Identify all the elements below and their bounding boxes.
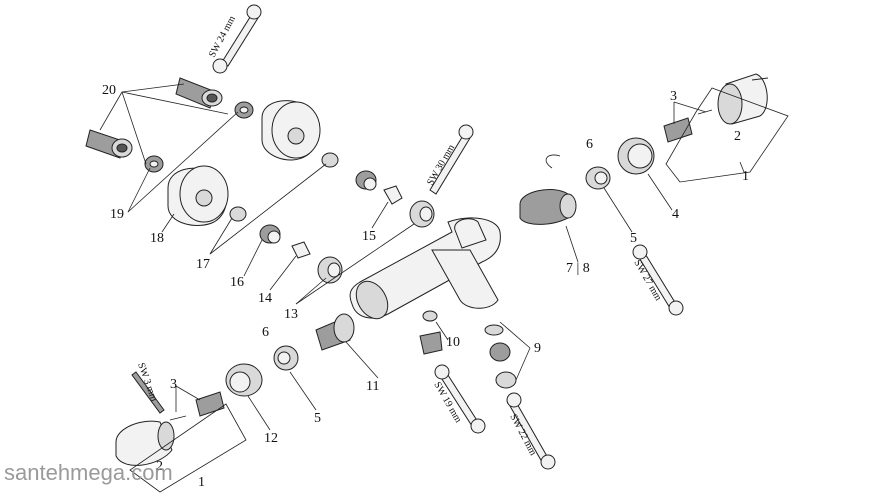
part-10-reducer [419,310,443,355]
part-7-thermostat-cartridge [519,154,577,225]
label-7-8: 7 | 8 [566,261,590,276]
label-13: 13 [284,307,298,322]
label-16: 16 [230,275,244,290]
label-1-left: 1 [198,475,205,490]
part-2-handle-left [115,420,175,466]
part-9-aerator-set [484,324,517,389]
part-13-nut-lower [317,256,343,284]
label-12: 12 [264,431,278,446]
part-18-rosette-upper [261,100,321,161]
part-11-flow-cartridge [315,313,355,351]
mixer-body [349,217,501,320]
label-3-right: 3 [670,89,677,104]
wrench-sw30 [429,124,474,195]
label-2-right: 2 [734,129,741,144]
wrench-sw22 [506,392,556,470]
part-4-temperature-ring [617,137,655,175]
label-11: 11 [366,379,379,394]
label-9: 9 [534,341,541,356]
label-4: 4 [672,207,679,222]
label-10: 10 [446,335,460,350]
label-20: 20 [102,83,116,98]
wrench-sw27 [632,244,684,316]
part-18-rosette-lower [167,165,229,226]
label-17: 17 [196,257,210,272]
label-6-right: 6 [586,137,593,152]
label-18: 18 [150,231,164,246]
callout-labels: 20 19 18 17 16 14 13 15 11 10 9 7 | 8 5 … [102,83,749,490]
part-12-flow-ring [225,363,263,397]
label-14: 14 [258,291,272,306]
wrench-labels: SW 24 mm SW 30 mm SW 27 mm SW 19 mm SW 2… [135,14,664,458]
part-19-nut-lower [144,155,164,173]
part-17-filter-upper [321,152,339,168]
label-1-right: 1 [742,169,749,184]
part-3-adapter-right [663,109,713,143]
part-13-nut-upper [409,200,435,228]
watermark: santehmega.com [4,460,173,485]
label-15: 15 [362,229,376,244]
part-6-ring-right [585,166,611,190]
part-16-check-valve-upper [355,170,377,191]
label-5-left: 5 [314,411,321,426]
wrench-sw24 [212,4,262,74]
part-20-connector-lower [85,129,133,159]
part-16-check-valve-lower [259,224,281,244]
label-2-left: 2 [156,459,163,474]
part-20-connector-upper [175,77,223,109]
part-19-nut-upper [234,101,254,119]
label-6-left: 6 [262,325,269,340]
part-17-filter-lower [229,206,247,222]
part-2-handle-right [717,73,769,125]
leader-lines [99,83,789,493]
part-3-adapter-left [169,391,225,421]
label-3-left: 3 [170,377,177,392]
label-19: 19 [110,207,124,222]
allen-key-sw3 [131,371,165,414]
label-5-right: 5 [630,231,637,246]
part-6-ring-left [273,345,299,371]
part-14-insert [291,241,311,259]
wrench-sw19 [434,364,486,434]
part-15-insert [383,185,403,205]
